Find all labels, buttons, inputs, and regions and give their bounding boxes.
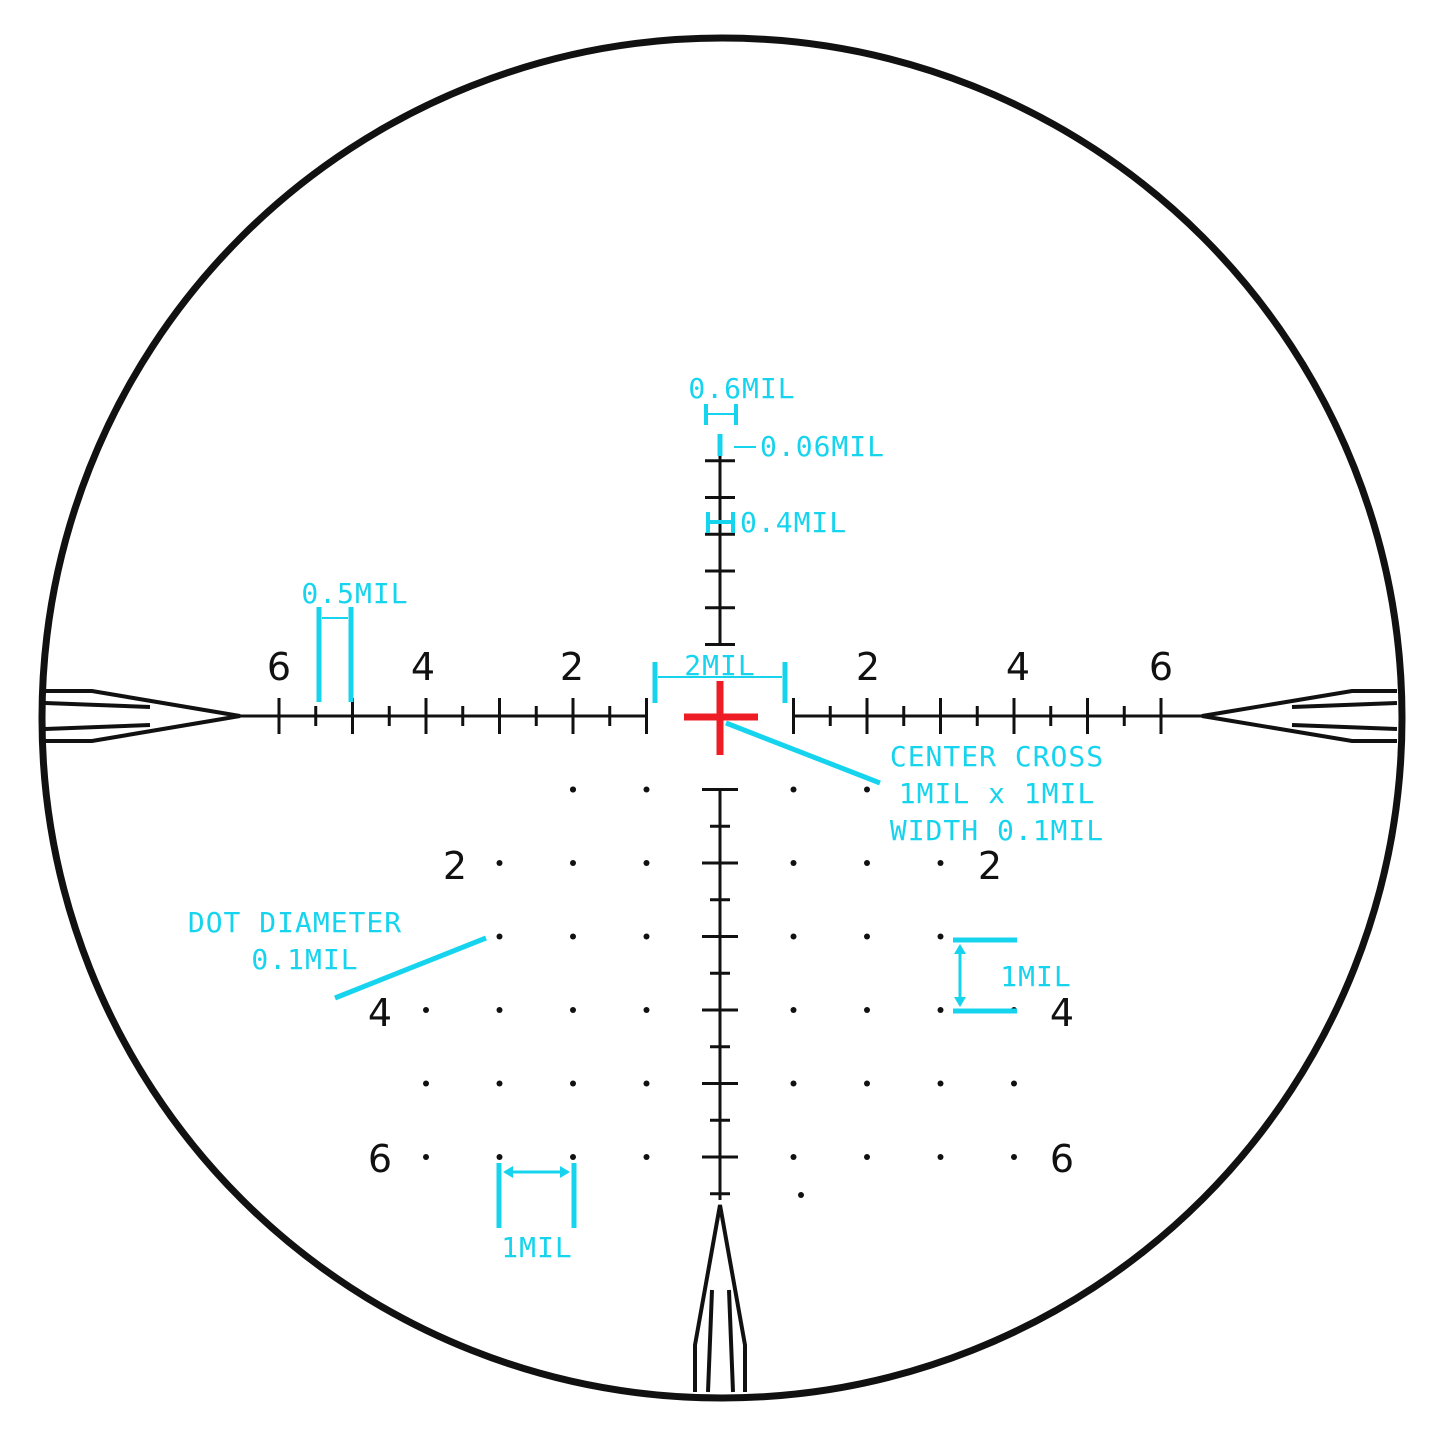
holdover-dot-grid: [423, 786, 1017, 1198]
holdover-dot: [864, 933, 870, 940]
holdover-dot: [937, 1007, 944, 1013]
holdover-dot: [643, 786, 650, 793]
bottom-post: [693, 1204, 747, 1393]
v-number-left-4: 4: [368, 991, 392, 1035]
holdover-dot: [937, 1080, 944, 1087]
holdover-dot: [790, 860, 797, 866]
holdover-dot: [570, 1007, 576, 1013]
hash-marks: [277, 459, 1163, 1196]
holdover-dot: [570, 933, 576, 940]
holdover-dot: [570, 1154, 576, 1160]
center-cross: [684, 681, 758, 755]
annotation-two-mil: 2MIL: [684, 649, 755, 682]
holdover-dot: [570, 786, 576, 793]
field-of-view-circle: [38, 34, 1406, 1402]
v-number-left-2: 2: [443, 844, 467, 888]
v-number-right-2: 2: [978, 844, 1002, 888]
annotations: 0.6MIL 0.06MIL 0.4MIL 0.5MIL 2MIL CENTER…: [188, 372, 1104, 1264]
holdover-dot: [864, 1154, 870, 1160]
left-post: [44, 689, 241, 743]
vertical-numbers: 2 4 6 2 4 6: [368, 844, 1074, 1181]
h-number-left-4: 4: [411, 645, 435, 689]
holdover-dot: [496, 1080, 503, 1087]
holdover-dot: [864, 1080, 870, 1087]
holdover-dot: [937, 933, 944, 940]
holdover-dot: [937, 1154, 944, 1160]
holdover-dot: [937, 860, 944, 866]
annotation-dot-diameter-line-1: DOT DIAMETER: [188, 906, 402, 939]
holdover-dot: [1011, 1154, 1017, 1160]
holdover-dot: [643, 860, 650, 866]
right-post: [1201, 689, 1398, 743]
h-number-left-2: 2: [560, 645, 584, 689]
holdover-dot: [1011, 1080, 1017, 1087]
annotation-center-cross-line-3: WIDTH 0.1MIL: [890, 814, 1104, 847]
h-number-right-2: 2: [856, 645, 880, 689]
holdover-dot: [496, 933, 503, 940]
annotation-center-cross-line-2: 1MIL x 1MIL: [899, 777, 1095, 810]
holdover-dot: [790, 1007, 797, 1013]
holdover-dot: [790, 1154, 797, 1160]
holdover-dot: [496, 1154, 503, 1160]
holdover-dot: [643, 1080, 650, 1087]
v-number-left-6: 6: [368, 1137, 392, 1181]
annotation-dot-diameter-line-2: 0.1MIL: [251, 943, 358, 976]
annotation-one-mil-vertical: 1MIL: [1000, 960, 1071, 993]
v-number-right-6: 6: [1050, 1137, 1074, 1181]
annotation-center-cross-line-1: CENTER CROSS: [890, 740, 1104, 773]
holdover-dot: [570, 860, 576, 866]
annotation-tick-spacing: 0.6MIL: [688, 372, 795, 405]
holdover-dot: [864, 786, 870, 793]
holdover-dot: [423, 1154, 429, 1160]
holdover-dot: [643, 1154, 650, 1160]
v-number-right-4: 4: [1050, 991, 1074, 1035]
holdover-dot: [790, 1080, 797, 1087]
holdover-dot: [790, 786, 797, 793]
holdover-dot: [643, 1007, 650, 1013]
holdover-dot: [496, 860, 503, 866]
h-number-left-6: 6: [267, 645, 291, 689]
holdover-dot: [496, 1007, 503, 1013]
holdover-dot: [864, 1007, 870, 1013]
holdover-dot: [423, 1080, 429, 1087]
horizontal-numbers: 6 4 2 2 4 6: [267, 645, 1173, 689]
holdover-dot: [643, 933, 650, 940]
annotation-tick-length: 0.4MIL: [740, 506, 847, 539]
annotation-one-mil-horizontal: 1MIL: [501, 1231, 572, 1264]
annotation-line-width: 0.06MIL: [760, 430, 885, 463]
h-number-right-6: 6: [1149, 645, 1173, 689]
holdover-dot: [798, 1192, 804, 1198]
holdover-dot: [790, 933, 797, 940]
holdover-dot: [570, 1080, 576, 1087]
holdover-dot: [423, 1007, 429, 1013]
annotation-half-mil: 0.5MIL: [301, 577, 408, 610]
holdover-dot: [864, 860, 870, 866]
h-number-right-4: 4: [1006, 645, 1030, 689]
